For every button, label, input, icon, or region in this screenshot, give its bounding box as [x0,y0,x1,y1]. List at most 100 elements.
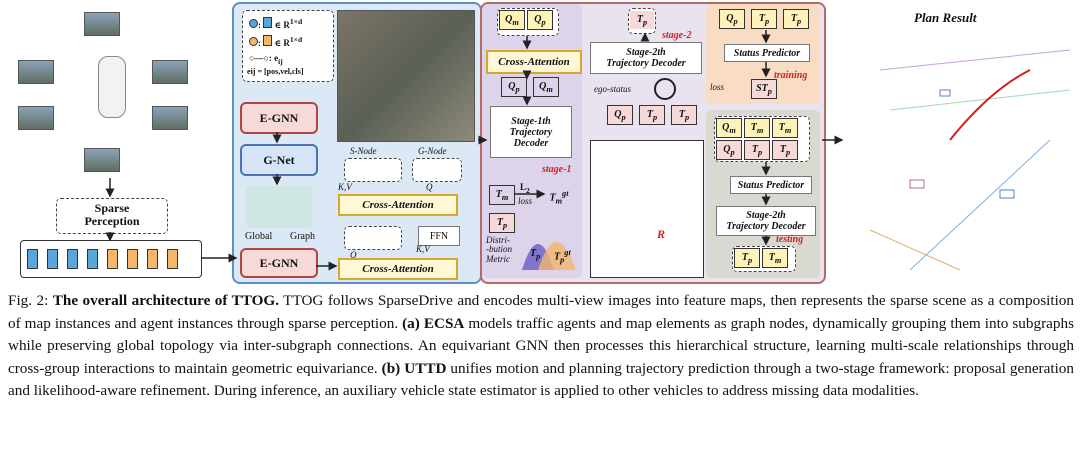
scene-diagram: R [590,140,704,278]
legend-edge: : e [268,53,279,63]
cross-attention-2: Cross-Attention [338,258,458,280]
stage1-decoder: Stage-1th Trajectory Decoder [490,106,572,158]
status-predictor-bottom: Status Predictor [730,176,812,194]
r-label: R [657,227,666,241]
sparse-perception-label: Sparse Perception [84,201,140,229]
ego-status-label: ego-status [594,84,631,94]
ego-car-icon [98,56,126,118]
cross-attention-1-label: Cross-Attention [362,199,434,211]
caption-text2: models traffic agents and map elements a… [8,314,1074,377]
s-node-label: S-Node [350,146,377,156]
kv1-label: K,V [338,182,352,192]
egnn-bottom-block: E-GNN [240,248,318,278]
legend-line1: ∈ R [274,20,290,30]
loss-label: loss [518,196,533,206]
legend-edge-def-rest: ij = [pos,vel,cls] [250,67,304,76]
caption-a-label: (a) ECSA [402,314,465,332]
bev-map-image [337,10,475,142]
plan-result-title: Plan Result [914,10,977,25]
tp-gt-curve-label: Tpgt [554,248,571,265]
status-predictor-top: Status Predictor [724,44,810,62]
plan-result-image [850,30,1076,280]
camera-image-front [84,12,120,36]
global-label: Global [245,231,273,242]
connector-arrows [105,30,844,271]
q1-label: Q [426,182,433,192]
status-predictor-top-label: Status Predictor [733,47,801,59]
camera-image-back [84,148,120,172]
caption-title: The overall architecture of TTOG. [52,292,280,309]
cross-attention-b: Cross-Attention [486,50,582,74]
training-label: training [774,70,808,81]
training-input-tokens: Qp Tp Tp [718,8,810,30]
qm-token: Qm [499,10,525,30]
tm-token: Tm [489,185,515,205]
tp-refined-top: Tp [628,8,656,34]
testing-label: testing [776,234,804,245]
tp-curve-label: Tp [530,248,541,261]
camera-image-front-right [152,60,188,84]
stage2-decoder-bottom: Stage-2th Trajectory Decoder [716,206,816,236]
ffn-label: FFN [429,230,449,242]
stage2-label: stage-2 [662,30,692,41]
stage2-decoder: Stage-2th Trajectory Decoder [590,42,702,74]
legend-edge-sub: ij [278,56,283,66]
stage2-input-tokens: Qp Tp Tp [606,104,698,126]
distribution-metric-label: Distri- -bution Metric [486,235,512,264]
egnn-top-label: E-GNN [259,110,299,125]
stage1-label: stage-1 [542,164,572,175]
qp-token-2: Qp [501,77,527,97]
stage1-decoder-label: Stage-1th Trajectory Decoder [509,115,553,149]
global-graph-icon [246,186,312,228]
distribution-curves: Tp Tpgt [520,214,580,272]
steering-wheel-icon [654,78,676,100]
legend-line2-sup: 1×d [289,35,303,44]
distribution-curves-svg [522,242,576,270]
cross-attention-1: Cross-Attention [338,194,458,216]
stage1-query-tokens: Qp Qm [500,76,560,98]
camera-image-back-left [18,106,54,130]
g-node-label: G-Node [418,146,447,156]
status-predictor-bottom-label: Status Predictor [737,179,805,191]
cross-attention-2-label: Cross-Attention [362,263,434,275]
camera-image-front-left [18,60,54,84]
ffn-block: FFN [418,226,460,246]
s-node-box-2 [344,226,402,250]
gnet-block: G-Net [240,144,318,176]
sparse-perception-box: Sparse Perception [56,198,168,234]
caption-text3: unifies motion and planning trajectory p… [8,359,1074,400]
egnn-top-block: E-GNN [240,102,318,134]
l2-label: L2 [520,182,530,195]
stage2-decoder-bottom-label: Stage-2th Trajectory Decoder [726,210,806,232]
figure-caption: Fig. 2: The overall architecture of TTOG… [8,290,1074,403]
caption-prefix: Fig. 2: [8,292,53,309]
tm-gt-token: Tmgt [549,189,569,206]
camera-image-back-right [152,106,188,130]
kv2-label: K,V [416,244,430,254]
instance-tokens [27,249,178,274]
g-node-box [412,158,462,182]
graph-label: Graph [290,231,315,242]
loss2-label: loss [710,82,725,92]
legend-line1-sup: 1×d [289,17,303,26]
stage2-decoder-label: Stage-2th Trajectory Decoder [606,47,686,69]
q2-label: Q [350,250,357,260]
s-node-box [344,158,402,182]
plan-result-svg [869,49,1071,271]
caption-text1: TTOG follows SparseDrive and encodes mul… [8,292,1074,332]
stp-token: STp [751,79,777,99]
tp-token: Tp [489,213,515,233]
legend-line2: ∈ R [274,38,290,48]
legend-edge-def: e [247,67,251,76]
gnet-label: G-Net [263,152,295,167]
caption-b-label: (b) UTTD [381,359,447,377]
legend-box: : ∈ R1×d : ∈ R1×d ○—○: eij eij = [pos,ve… [242,10,334,82]
architecture-figure: Sparse Perception : ∈ R1×d : ∈ R1×d ○—○:… [18,2,1076,284]
cross-attention-b-label: Cross-Attention [498,56,570,68]
qp-token: Qp [527,10,553,30]
qm-token-2: Qm [533,77,559,97]
egnn-bottom-label: E-GNN [259,255,299,270]
